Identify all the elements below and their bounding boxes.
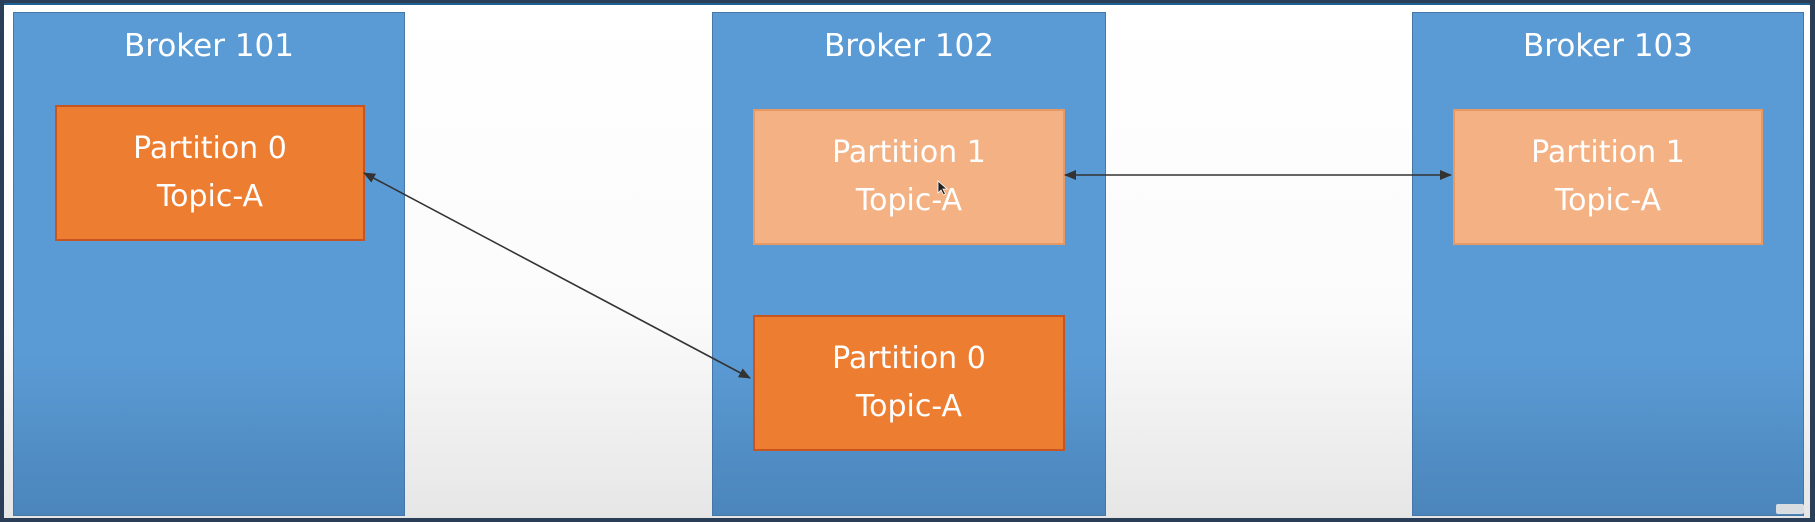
broker-103-box: Broker 103 Partition 1 Topic-A — [1412, 12, 1804, 516]
broker-102-box: Broker 102 Partition 1 Topic-A Partition… — [712, 12, 1106, 516]
topic-label: Topic-A — [156, 179, 264, 214]
broker-title: Broker 103 — [1523, 28, 1693, 64]
partition-label: Partition 1 — [1531, 135, 1685, 170]
partition-box: Partition 1 Topic-A — [753, 109, 1065, 245]
broker-title: Broker 102 — [824, 28, 994, 64]
partition-box: Partition 0 Topic-A — [55, 105, 365, 241]
partition-label: Partition 1 — [832, 135, 986, 170]
partition-box: Partition 1 Topic-A — [1453, 109, 1763, 245]
corner-mark — [1776, 504, 1804, 514]
topic-label: Topic-A — [855, 389, 963, 424]
replication-connectors — [363, 170, 1452, 379]
replication-arrow — [363, 172, 751, 379]
topic-label: Topic-A — [1554, 183, 1662, 218]
broker-101-box: Broker 101 Partition 0 Topic-A — [13, 12, 405, 516]
mouse-pointer-icon — [937, 180, 949, 196]
partition-label: Partition 0 — [133, 131, 287, 166]
slide-canvas: Broker 101 Partition 0 Topic-A Broker 10… — [4, 3, 1810, 518]
partition-box: Partition 0 Topic-A — [753, 315, 1065, 451]
partition-label: Partition 0 — [832, 341, 986, 376]
broker-title: Broker 101 — [124, 28, 294, 64]
